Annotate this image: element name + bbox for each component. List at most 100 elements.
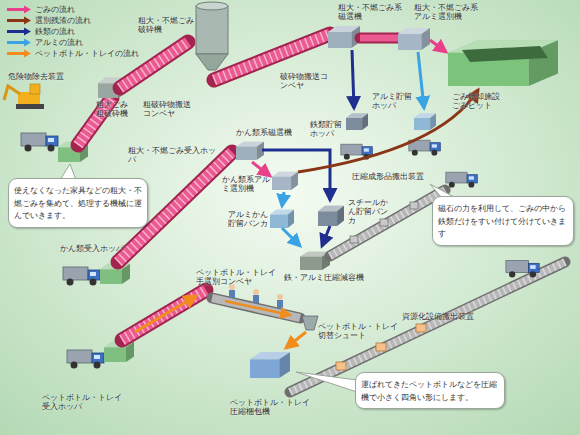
callout-text: 磁石の力を利用して、ごみの中から鉄類だけをすい付けて分けていきます xyxy=(438,202,568,240)
crusher-silo xyxy=(196,54,228,70)
conveyor xyxy=(330,190,445,256)
conveyor xyxy=(360,35,398,42)
iron-flow-arrow xyxy=(262,150,330,200)
aluminium-separator xyxy=(272,172,298,190)
legend-arrow xyxy=(6,38,32,47)
legend-text: ごみの流れ xyxy=(35,5,75,15)
aluminium-flow-arrow xyxy=(282,192,284,206)
part-label: 粗大ごみ粗破砕機 xyxy=(96,100,130,118)
part-label: 粗大・不燃ごみ破砕機 xyxy=(138,16,194,34)
refuse-pit xyxy=(448,40,558,86)
part-label: かん類系アルミ選別機 xyxy=(222,175,270,193)
worker xyxy=(277,294,283,300)
switching-chute xyxy=(302,316,318,330)
callout-text: 運ばれてきたペットボトルなどを圧縮機で小さく四角い形にします。 xyxy=(361,378,499,403)
conveyor xyxy=(360,33,398,44)
conveyor xyxy=(330,190,445,256)
compressed-block xyxy=(350,236,358,243)
callout-text: 使えなくなった家具などの粗大・不燃ごみを集めて、処理する機械に運んでいきます。 xyxy=(14,184,142,222)
aluminium-can-bunker xyxy=(270,210,294,228)
magnetic-separator xyxy=(236,142,264,160)
crusher-silo xyxy=(196,6,228,54)
legend-text: ペットボトル・トレイの流れ xyxy=(35,49,139,59)
legend-arrow-head xyxy=(24,50,31,58)
callout-box: 使えなくなった家具などの粗大・不燃ごみを集めて、処理する機械に運んでいきます。 xyxy=(8,178,148,228)
legend-arrow-shaft xyxy=(7,52,25,55)
waste-flow-arrow xyxy=(430,40,446,52)
legend-text: 選別残渣の流れ xyxy=(35,16,91,26)
excavator xyxy=(4,84,44,109)
conveyor xyxy=(122,290,206,340)
baler xyxy=(250,352,290,378)
legend-arrow-shaft xyxy=(7,8,25,11)
part-label: アルミ貯留ホッパ xyxy=(372,92,412,110)
legend-arrow-head xyxy=(24,17,31,25)
truck xyxy=(67,350,104,369)
part-label: スチールかん貯留バンカ xyxy=(348,198,395,225)
worker xyxy=(229,290,235,298)
legend-arrow-shaft xyxy=(7,30,25,33)
pet-flow-arrow xyxy=(286,332,306,348)
legend-row: アルミの流れ xyxy=(6,37,139,48)
callout-tail xyxy=(296,372,357,392)
truck xyxy=(21,133,58,152)
legend-text: 鉄類の流れ xyxy=(35,27,75,37)
legend-arrow-shaft xyxy=(7,19,25,22)
part-label: ペットボトル・トレイ手選別コンベヤ xyxy=(196,268,276,286)
legend-arrow xyxy=(6,49,32,58)
part-label: ペットボトル・トレイ圧縮梱包機 xyxy=(230,398,310,416)
compressed-block xyxy=(380,219,388,226)
steel-can-bunker xyxy=(318,206,344,226)
excavator xyxy=(4,86,20,100)
part-label: 資源化設備搬出装置 xyxy=(402,312,474,321)
worker xyxy=(253,295,259,303)
conveyor xyxy=(122,290,206,340)
conveyor xyxy=(330,190,445,256)
pet-flow-arrow xyxy=(225,301,290,315)
legend-arrow-head xyxy=(24,39,31,47)
legend-arrow-head xyxy=(24,28,31,36)
part-label: 危険物除去装置 xyxy=(8,72,78,81)
aluminium-flow-arrow xyxy=(418,52,424,108)
part-label: ごみ焼却施設ごみピット xyxy=(452,92,504,110)
refuse-pit xyxy=(448,40,558,86)
part-label: 破砕物搬送コンベヤ xyxy=(280,72,328,90)
iron-hopper xyxy=(346,114,368,131)
legend-arrow-head xyxy=(24,6,31,14)
crusher-silo xyxy=(196,2,228,70)
iron-flow-arrow xyxy=(352,50,354,108)
part-label: ペットボトル・トレイ切替シュート xyxy=(318,322,398,340)
legend-text: アルミの流れ xyxy=(35,38,83,48)
part-label: かん類系磁選機 xyxy=(236,128,294,137)
crusher-silo xyxy=(196,2,228,10)
part-label: 粗大・不燃ごみ系磁選機 xyxy=(338,3,402,21)
part-label: 粗大・不燃ごみ受入ホッパ xyxy=(128,146,223,164)
excavator xyxy=(16,104,44,109)
callout-box: 磁石の力を利用して、ごみの中から鉄類だけをすい付けて分けていきます xyxy=(432,196,574,246)
part-label: かん類受入ホッパ xyxy=(60,244,124,253)
truck xyxy=(506,261,539,278)
bale xyxy=(416,324,426,332)
legend-row: 選別残渣の流れ xyxy=(6,15,139,26)
aluminium-separator xyxy=(398,28,430,50)
conveyor xyxy=(360,38,398,39)
truck xyxy=(409,140,440,155)
residue-flow-arrow xyxy=(298,90,478,172)
part-label: 鉄類貯留ホッパ xyxy=(310,120,344,138)
conveyor xyxy=(122,290,206,340)
iron-flow-arrow xyxy=(322,226,330,246)
legend-arrow xyxy=(6,16,32,25)
part-label: 鉄・アルミ圧縮減容機 xyxy=(284,273,364,282)
legend-arrow xyxy=(6,27,32,36)
bale xyxy=(376,343,386,351)
truck xyxy=(446,172,477,187)
worker xyxy=(277,300,283,308)
pet-flow-arrow xyxy=(135,296,196,332)
callout-box: 運ばれてきたペットボトルなどを圧縮機で小さく四角い形にします。 xyxy=(355,372,505,409)
legend-arrow-shaft xyxy=(7,41,25,44)
part-label: 粗大・不燃ごみ系アルミ選別機 xyxy=(414,3,478,21)
excavator xyxy=(30,84,40,94)
